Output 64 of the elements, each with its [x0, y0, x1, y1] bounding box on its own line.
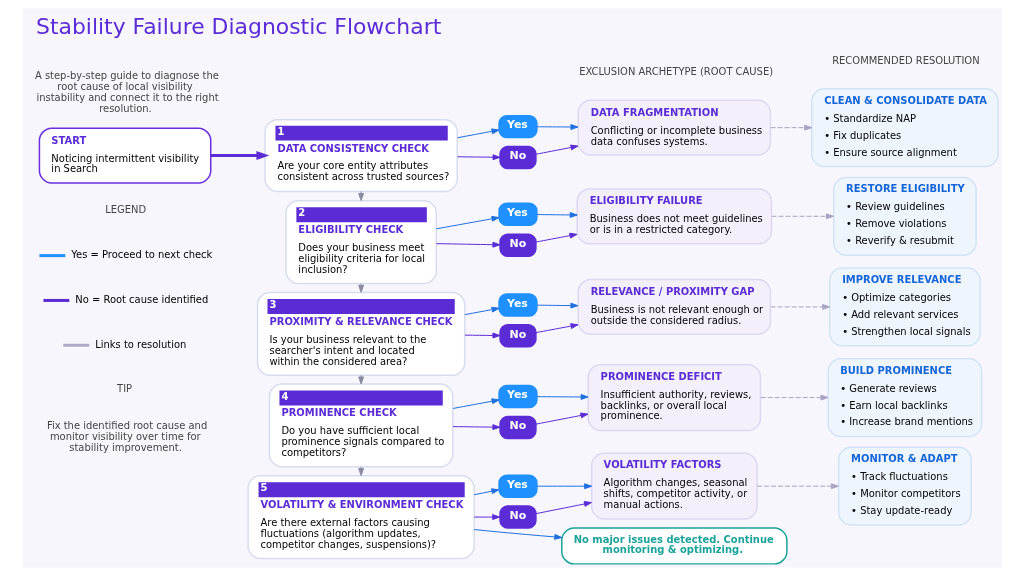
node-box: Yes	[497, 384, 538, 409]
arrow	[452, 424, 500, 431]
arrow	[473, 529, 562, 540]
arrow	[759, 394, 828, 401]
arrow	[357, 190, 364, 202]
arrow	[535, 412, 588, 425]
arrow	[456, 154, 500, 161]
node-box: START Noticing intermittent visibility in Search	[38, 127, 211, 184]
node-box: 5 VOLATILITY & ENVIRONMENT CHECK Are there external factors causing fluctuations (algorithm updates, competitor changes, suspensions)?	[246, 475, 475, 560]
label: TIP	[116, 383, 132, 395]
arrow	[357, 374, 364, 385]
node-box: DATA FRAGMENTATION Conflicting or incomplete business data confuses systems.	[577, 99, 771, 156]
label: EXCLUSION ARCHETYPE (ROOT CAUSE)	[578, 66, 773, 78]
node-box: No major issues detected. Continue monitoring & optimizing.	[560, 527, 788, 565]
legend-label: Yes = Proceed to next check	[70, 249, 212, 261]
label: A step-by-step guide to diagnose the root cause of local visibility instability and connect it to the right resolution.	[34, 69, 219, 114]
arrow	[435, 215, 499, 230]
arrow	[464, 306, 499, 316]
node-box: IMPROVE RELEVANCE • Optimize categories • Add relevant services • Strengthen local signals	[828, 267, 981, 347]
legend-label: No = Root cause identified	[74, 293, 208, 305]
node-box: No	[498, 415, 537, 440]
arrow	[535, 323, 578, 334]
node-box: Yes	[497, 474, 538, 498]
node-box: Yes	[497, 202, 538, 226]
node-box: MONITOR & ADAPT • Track fluctuations • Monitor competitors • Stay update-ready	[837, 446, 972, 526]
node-box: No	[498, 324, 537, 348]
label: LEGEND	[104, 203, 146, 215]
arrow	[769, 124, 812, 131]
node-box: VOLATILITY FACTORS Algorithm changes, seasonal shifts, competitor activity, or manual actions.	[590, 452, 758, 520]
node-box: ELIGIBILITY FAILURE Business does not meet guidelines or is in a restricted category.	[576, 188, 772, 245]
diagram-title: Stability Failure Diagnostic Flowchart	[35, 13, 441, 39]
arrow	[456, 128, 499, 139]
arrow	[756, 483, 839, 490]
arrow	[536, 212, 578, 218]
arrow	[770, 213, 834, 220]
arrow	[357, 283, 364, 293]
legend-label: Links to resolution	[94, 338, 186, 350]
arrow	[452, 398, 500, 409]
arrow	[535, 501, 592, 515]
arrow	[535, 232, 577, 243]
arrow	[536, 483, 592, 490]
node-box: BUILD PROMINENCE • Generate reviews • Earn local backlinks • Increase brand mentions	[826, 357, 982, 438]
arrow	[535, 144, 578, 155]
arrow	[435, 241, 500, 248]
node-box: RELEVANCE / PROXIMITY GAP Business is not relevant enough or outside the considered radius.	[577, 278, 771, 336]
arrow	[536, 124, 578, 130]
node-box: No	[498, 233, 537, 257]
arrow	[769, 304, 830, 310]
arrow	[210, 151, 269, 161]
node-box: No	[498, 145, 537, 170]
arrow	[536, 302, 578, 309]
arrow	[473, 488, 499, 496]
node-box: PROMINENCE DEFICIT Insufficient authority, reviews, backlinks, or overall local prominence.	[586, 363, 761, 432]
label: Fix the identified root cause and monitor visibility over time for stability improvement.	[46, 419, 207, 453]
node-box: Yes	[497, 114, 538, 139]
arrow	[357, 466, 364, 477]
node-box: CLEAN & CONSOLIDATE DATA • Standardize NAP • Fix duplicates • Ensure source alignment	[810, 88, 999, 168]
label: RECOMMENDED RESOLUTION	[831, 55, 980, 67]
arrow	[536, 394, 589, 400]
arrow	[473, 514, 500, 520]
arrow	[464, 332, 500, 339]
node-box: No	[498, 505, 537, 529]
node-box: RESTORE ELIGIBILITY • Review guidelines • Remove violations • Reverify & resubmit	[832, 176, 977, 256]
node-box: Yes	[497, 293, 538, 317]
